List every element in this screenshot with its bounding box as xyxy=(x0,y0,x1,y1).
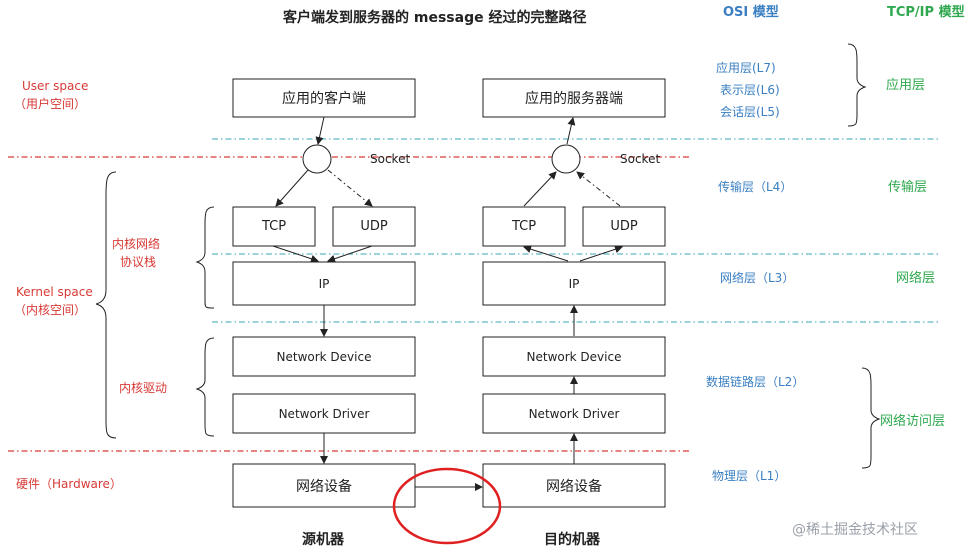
source-ip-label: IP xyxy=(318,276,330,291)
source-ip-box xyxy=(232,261,416,306)
target-app-box xyxy=(482,78,666,118)
source-netdevice-box xyxy=(232,336,416,377)
target-udp-box xyxy=(582,206,666,247)
arrow-tgt-ip-tcp xyxy=(523,245,569,262)
osi-header: OSI 模型 xyxy=(723,5,779,20)
osi-l4-label: 传输层（L4） xyxy=(718,180,793,194)
target-ip-label: IP xyxy=(568,276,580,291)
target-netdriver-label: Network Driver xyxy=(528,406,620,421)
brace-driver xyxy=(195,337,215,437)
arrow-tgt-socket-app xyxy=(566,117,576,145)
source-hw-label: 网络设备 xyxy=(296,478,352,495)
tcpip-transport-label: 传输层 xyxy=(888,180,928,195)
osi-l6-label: 表示层(L6) xyxy=(720,83,780,97)
target-hw-label: 网络设备 xyxy=(546,478,602,495)
source-socket-circle xyxy=(302,144,332,174)
source-hw-box xyxy=(232,463,416,508)
user-space-cn-label: （用户空间） xyxy=(14,97,87,111)
target-tcp-box xyxy=(482,206,566,247)
source-netdriver-label: Network Driver xyxy=(278,406,370,421)
target-netdevice-label: Network Device xyxy=(526,349,622,364)
source-netdriver-box xyxy=(232,393,416,434)
kernel-space-label: Kernel space xyxy=(16,285,93,299)
osi-l2-label: 数据链路层（L2） xyxy=(706,375,805,389)
target-tcp-label: TCP xyxy=(511,219,537,234)
source-netdevice-label: Network Device xyxy=(276,349,372,364)
target-ip-box xyxy=(482,261,666,306)
source-udp-label: UDP xyxy=(360,219,388,234)
diagram-title: 客户端发到服务器的 message 经过的完整路径 xyxy=(283,10,587,26)
arrow-src-udp-ip xyxy=(327,245,373,263)
arrow-tgt-udp-socket xyxy=(576,171,621,207)
target-machine-caption: 目的机器 xyxy=(544,532,600,548)
highlight-ellipse xyxy=(392,467,502,545)
kernel-space-cn-label: （内核空间） xyxy=(14,303,87,317)
target-app-label: 应用的服务器端 xyxy=(525,91,623,107)
kernel-driver-label: 内核驱动 xyxy=(119,381,168,395)
arrow-src-socket-tcp xyxy=(275,169,309,207)
arrow-tgt-tcp-socket xyxy=(523,171,557,207)
arrow-tgt-ip-udp xyxy=(579,245,623,262)
tcpip-header: TCP/IP 模型 xyxy=(887,5,965,20)
tcpip-network-label: 网络层 xyxy=(896,271,936,286)
source-app-label: 应用的客户端 xyxy=(282,91,366,107)
source-socket-label: Socket xyxy=(370,152,411,166)
watermark-text: @稀土掘金技术社区 xyxy=(792,522,918,538)
osi-l7-label: 应用层(L7) xyxy=(716,61,776,75)
brace-tcpip-app xyxy=(847,43,867,127)
brace-tcpip-access xyxy=(861,367,881,469)
osi-l1-label: 物理层（L1） xyxy=(712,469,787,483)
brace-protocol-stack xyxy=(195,206,215,309)
osi-l3-label: 网络层（L3） xyxy=(720,271,795,285)
source-tcp-label: TCP xyxy=(261,219,287,234)
source-tcp-box xyxy=(232,206,316,247)
target-netdriver-box xyxy=(482,393,666,434)
tcpip-access-label: 网络访问层 xyxy=(880,414,946,429)
target-netdevice-box xyxy=(482,336,666,377)
kernel-stack-label-1: 内核网络 xyxy=(112,237,161,251)
osi-l5-label: 会话层(L5) xyxy=(720,105,780,119)
user-space-label: User space xyxy=(22,79,89,93)
brace-kernel-space xyxy=(95,171,117,439)
hardware-label: 硬件（Hardware） xyxy=(16,477,122,491)
tcpip-app-label: 应用层 xyxy=(886,78,926,93)
source-machine-caption: 源机器 xyxy=(302,532,344,548)
target-socket-label: Socket xyxy=(620,152,661,166)
arrow-src-socket-udp xyxy=(327,169,373,207)
target-socket-circle xyxy=(551,144,581,174)
arrow-src-tcp-ip xyxy=(272,245,319,263)
source-udp-box xyxy=(332,206,416,247)
target-udp-label: UDP xyxy=(610,219,638,234)
kernel-stack-label-2: 协议栈 xyxy=(120,255,157,269)
arrow-src-app-socket xyxy=(315,116,325,145)
